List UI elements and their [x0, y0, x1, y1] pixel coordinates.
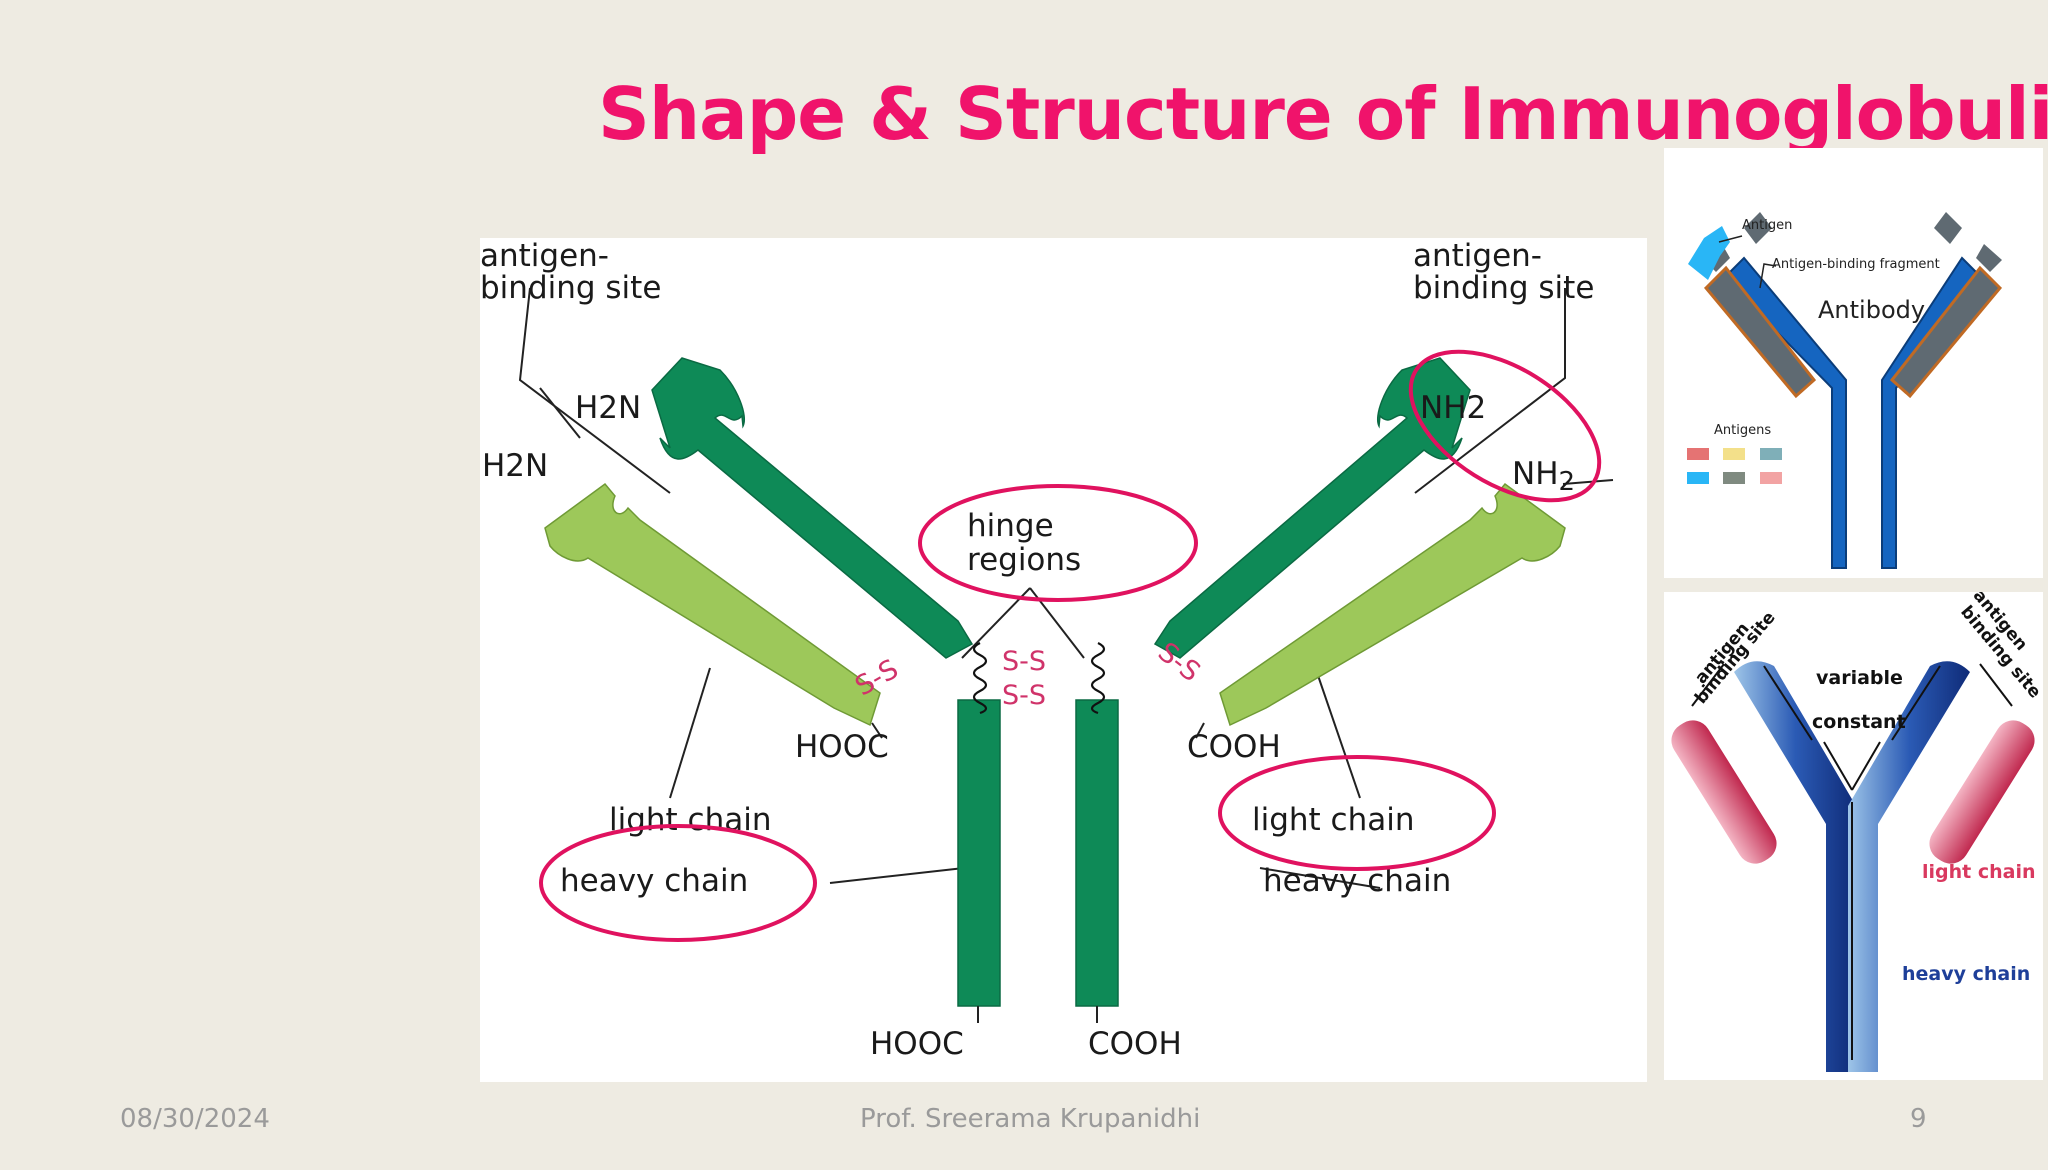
pointer-nh2-right [1562, 479, 1614, 485]
label-antigen-binding-site-left-2: binding site [480, 270, 661, 306]
fab-tip-top-right [1934, 212, 1962, 244]
light-chain-right [1219, 482, 1566, 727]
pointer-light-left [669, 667, 711, 799]
footer-page-number: 9 [1910, 1104, 1927, 1134]
immunoglobulin-structure-diagram: S-S S-S S-S S-S antigen- binding site an… [480, 238, 1647, 1082]
bracket-left [1691, 663, 1725, 707]
label-antibody: Antibody [1818, 296, 1925, 324]
label-h2n-left: H2N [482, 448, 548, 484]
hinge-coil-left [972, 642, 988, 715]
highlight-hinge-regions [918, 484, 1198, 602]
variable-constant-inset: variable constant antigen binding site a… [1664, 592, 2043, 1080]
pointer-antigen-site-left [518, 287, 671, 494]
disulfide-bond-center-bottom: S-S [1002, 680, 1046, 711]
fab-tip-top-left [1744, 212, 1772, 244]
label-hooc-left: HOOC [795, 729, 889, 765]
label-antigen-binding-site-left-1: antigen- [480, 238, 609, 274]
pointer-heavy-right [1259, 867, 1381, 889]
light-chain-left [1671, 720, 1777, 864]
arrow-variable-left [1763, 665, 1813, 741]
label-hinge-regions-1: hinge [967, 508, 1054, 544]
heavy-chain-arm-right [1153, 357, 1471, 659]
pointer-cooh-right [1195, 722, 1205, 739]
heavy-chain-stem-right [1075, 699, 1119, 1007]
highlight-heavy-chain [539, 824, 817, 942]
pointer-hooc-left [871, 722, 883, 739]
arrow-constant [1823, 741, 1853, 791]
label-light-chain-right: light chain [1252, 802, 1415, 838]
label-antigen-binding-fragment: Antigen-binding fragment [1772, 257, 1940, 272]
label-heavy-chain: heavy chain [1902, 963, 2030, 985]
heavy-chain-right-arm [1848, 661, 1970, 1072]
arrow-variable-right [1891, 665, 1941, 741]
label-nh2-top: NH2 [1420, 390, 1486, 426]
antibody-fab-right [1889, 265, 2003, 399]
label-antigen-binding-site-right-2: binding site [1413, 270, 1594, 306]
highlight-light-chain [1218, 755, 1496, 871]
label-nh2-right: NH2 [1512, 456, 1575, 497]
footer-date: 08/30/2024 [120, 1104, 270, 1134]
hinge-coil-right [1090, 642, 1106, 715]
label-constant: constant [1812, 711, 1906, 733]
heavy-chain-arm-left [651, 357, 974, 659]
antibody-antigen-inset: Antigen Antigen-binding fragment Antibod… [1664, 148, 2043, 578]
footer-author: Prof. Sreerama Krupanidhi [860, 1104, 1201, 1134]
disulfide-bond-center-top: S-S [1002, 646, 1046, 677]
label-cooh-right: COOH [1187, 729, 1281, 765]
antibody-fab-left [1703, 265, 1817, 399]
arrow-constant-right [1851, 741, 1881, 791]
free-antigens [1687, 448, 1782, 484]
slide-title: Shape & Structure of Immunoglobulin [598, 72, 2048, 156]
pointer-heavy-left [829, 867, 965, 884]
label-antigen-binding-site-right-1: antigen- [1413, 238, 1542, 274]
heavy-chain-stem-left [957, 699, 1001, 1007]
bound-antigen-shape [1688, 226, 1730, 280]
light-chain-right [1929, 720, 2035, 864]
heavy-chain-left-arm [1734, 661, 1856, 1072]
label-h2n-top: H2N [575, 390, 641, 426]
highlight-nh2-terminus [1408, 349, 1602, 503]
pointer-light-right [1311, 657, 1361, 799]
label-cooh-bottom: COOH [1088, 1026, 1182, 1062]
label-variable: variable [1816, 667, 1903, 689]
fab-tip-right [1976, 244, 2002, 272]
label-hinge-regions-2: regions [967, 542, 1081, 578]
label-antigens: Antigens [1714, 423, 1771, 438]
bracket-right [1979, 663, 2013, 707]
label-heavy-chain-left: heavy chain [560, 863, 748, 899]
light-chain-left [544, 482, 881, 727]
label-light-chain: light chain [1922, 861, 2036, 883]
pointer-h2n-left [539, 387, 581, 439]
label-antigen: Antigen [1742, 218, 1792, 233]
label-hooc-bottom: HOOC [870, 1026, 964, 1062]
pointer-antigen-site-right [1414, 288, 1566, 494]
